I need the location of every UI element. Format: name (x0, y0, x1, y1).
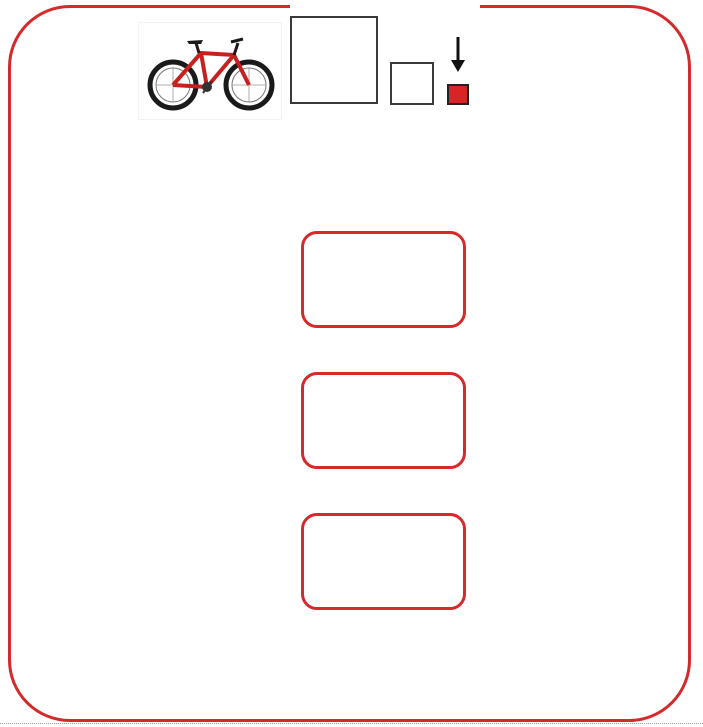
bicycle-image (138, 22, 282, 120)
worksheet-frame (8, 5, 691, 722)
down-arrow-icon (449, 36, 467, 74)
page-edge-dotted-line (0, 723, 703, 724)
answer-box-2[interactable] (301, 372, 466, 469)
large-square-box[interactable] (290, 16, 378, 104)
frame-gap (290, 2, 480, 10)
answer-box-3[interactable] (301, 513, 466, 610)
small-square-box[interactable] (390, 62, 434, 105)
answer-box-1[interactable] (301, 231, 466, 328)
red-square-icon (447, 84, 469, 105)
